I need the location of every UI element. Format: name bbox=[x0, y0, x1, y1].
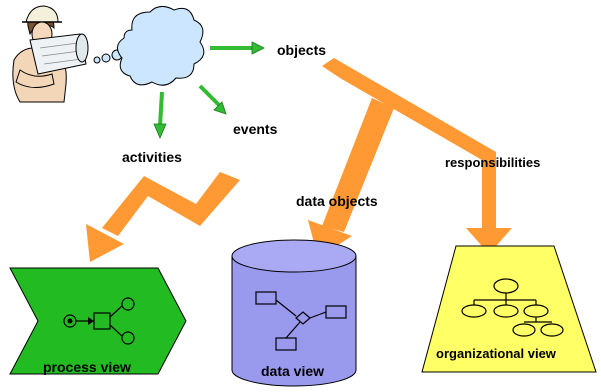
green-arrow-to-activities bbox=[153, 91, 167, 140]
green-arrow-to-objects bbox=[210, 41, 265, 55]
label-objects: objects bbox=[277, 42, 326, 58]
label-data-objects: data objects bbox=[296, 193, 378, 209]
orange-arrow-activities-to-process bbox=[86, 172, 240, 262]
label-events: events bbox=[233, 121, 278, 137]
label-organizational-view: organizational view bbox=[436, 346, 557, 361]
label-data-view: data view bbox=[261, 363, 324, 379]
thought-cloud-icon bbox=[117, 6, 205, 86]
engineer-reading-plans-icon bbox=[12, 5, 89, 103]
organizational-view-shape: organizational view bbox=[421, 245, 597, 373]
green-arrow-to-events bbox=[198, 84, 227, 115]
data-view-shape: data view bbox=[231, 239, 357, 387]
label-process-view: process view bbox=[43, 359, 131, 375]
label-responsibilities: responsibilities bbox=[445, 155, 540, 170]
label-activities: activities bbox=[122, 149, 182, 165]
process-view-shape: process view bbox=[9, 267, 187, 375]
